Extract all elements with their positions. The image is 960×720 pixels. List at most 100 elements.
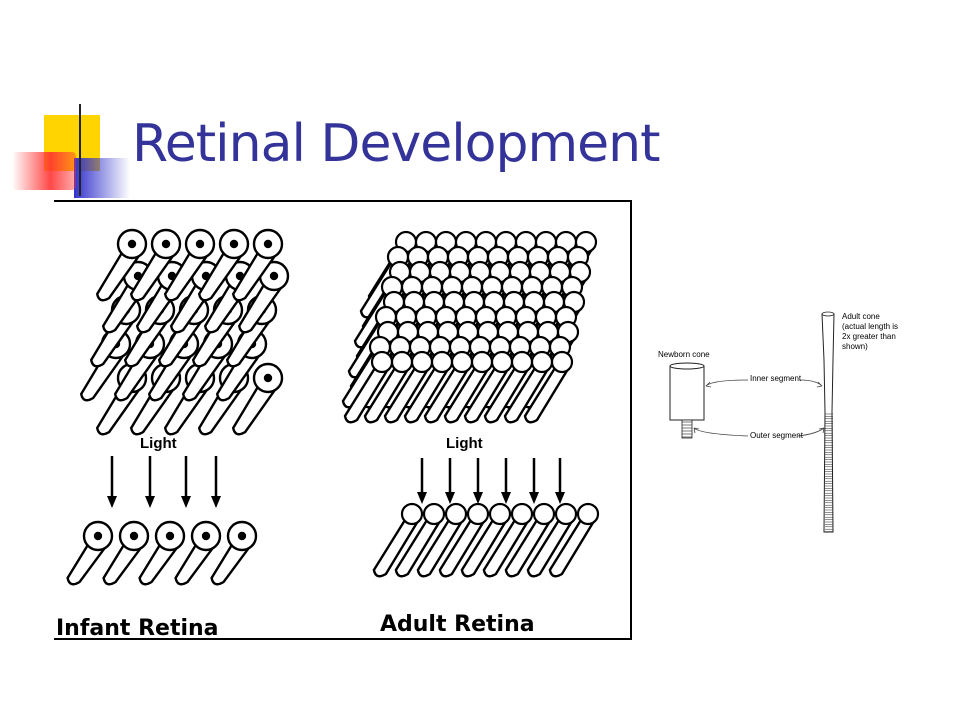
photoreceptor-cell [470,350,494,374]
photoreceptor-cell [530,350,554,374]
photoreceptor-cell [390,350,414,374]
adult-retina-caption: Adult Retina [380,612,535,637]
cell-nucleus [93,531,103,541]
photoreceptor-segment [102,543,144,586]
photoreceptor-segment [504,519,552,578]
photoreceptor-segment [129,385,176,436]
cone-comparison-figure: Newborn cone Adult cone (actual length i… [648,300,898,550]
photoreceptor-cell [532,502,556,526]
adult-cone-shape [821,311,835,533]
photoreceptor-segment [157,317,204,368]
photoreceptor-segment [210,543,252,586]
photoreceptor-cell [466,502,490,526]
light-arrow-head [417,492,427,504]
photoreceptor-segment [443,367,490,424]
title-ornament [12,104,870,198]
light-arrow-head [555,492,565,504]
cell-nucleus [161,239,171,249]
cell-nucleus [129,531,139,541]
photoreceptor-cell [430,350,454,374]
photoreceptor-cell [488,502,512,526]
cell-nucleus [269,271,279,281]
light-arrow-head [107,496,117,508]
photoreceptor-segment [403,367,450,424]
cell-nucleus [229,239,239,249]
photoreceptor-segment [66,543,108,586]
photoreceptor-segment [363,367,410,424]
photoreceptor-cell [510,350,534,374]
retina-illustration: Light Light Infant Retina Adult Retina [54,200,632,641]
photoreceptor-segment [138,543,180,586]
red-bar [12,152,76,190]
cell-nucleus [263,373,273,383]
photoreceptor-segment [215,351,262,402]
light-arrow-head [529,492,539,504]
photoreceptor-segment [181,351,228,402]
photoreceptor-cell [576,502,600,526]
outer-segment-label: Outer segment [750,431,803,440]
photoreceptor-segment [95,251,142,302]
photoreceptor-segment [372,519,420,578]
photoreceptor-segment [523,367,570,424]
photoreceptor-segment [463,367,510,424]
cell-nucleus [165,531,175,541]
photoreceptor-segment [343,367,390,424]
photoreceptor-segment [383,367,430,424]
photoreceptor-segment [89,317,136,368]
photoreceptor-cell [410,350,434,374]
photoreceptor-cell [370,350,394,374]
retina-drawing [66,228,600,586]
photoreceptor-segment [163,251,210,302]
photoreceptor-segment [460,519,508,578]
photoreceptor-segment [95,385,142,436]
photoreceptor-segment [163,385,210,436]
photoreceptor-segment [147,351,194,402]
photoreceptor-cell [510,502,534,526]
photoreceptor-segment [231,251,278,302]
photoreceptor-cell [450,350,474,374]
light-arrow-head [445,492,455,504]
cell-nucleus [127,239,137,249]
photoreceptor-segment [113,351,160,402]
adult-cone-label: Adult cone (actual length is 2x greater … [842,312,899,351]
photoreceptor-segment [423,367,470,424]
cell-nucleus [201,531,211,541]
photoreceptor-segment [394,519,442,578]
photoreceptor-segment [191,317,238,368]
photoreceptor-segment [483,367,530,424]
photoreceptor-segment [123,317,170,368]
photoreceptor-segment [231,385,278,436]
photoreceptor-segment [197,385,244,436]
photoreceptor-segment [526,519,574,578]
photoreceptor-segment [79,351,126,402]
photoreceptor-segment [548,519,596,578]
photoreceptor-segment [225,317,272,368]
newborn-cone-shape [669,362,705,439]
light-arrow-head [211,496,221,508]
cell-nucleus [237,531,247,541]
outer-segment-connector [693,427,825,437]
photoreceptor-cell [554,502,578,526]
newborn-cone-label: Newborn cone [658,350,710,359]
photoreceptor-segment [503,367,550,424]
photoreceptor-segment [237,283,284,334]
photoreceptor-cell [490,350,514,374]
photoreceptor-cell [400,502,424,526]
photoreceptor-segment [438,519,486,578]
cell-nucleus [195,239,205,249]
photoreceptor-segment [174,543,216,586]
cone-drawing [669,311,835,533]
light-label-adult: Light [446,435,483,452]
light-arrow-head [501,492,511,504]
cell-nucleus [263,239,273,249]
light-label-infant: Light [140,435,177,452]
photoreceptor-segment [129,251,176,302]
photoreceptor-segment [482,519,530,578]
photoreceptor-segment [197,251,244,302]
light-arrow-head [473,492,483,504]
photoreceptor-cell [422,502,446,526]
infant-retina-caption: Infant Retina [56,616,219,641]
light-arrow-head [145,496,155,508]
photoreceptor-segment [416,519,464,578]
photoreceptor-cell [550,350,574,374]
